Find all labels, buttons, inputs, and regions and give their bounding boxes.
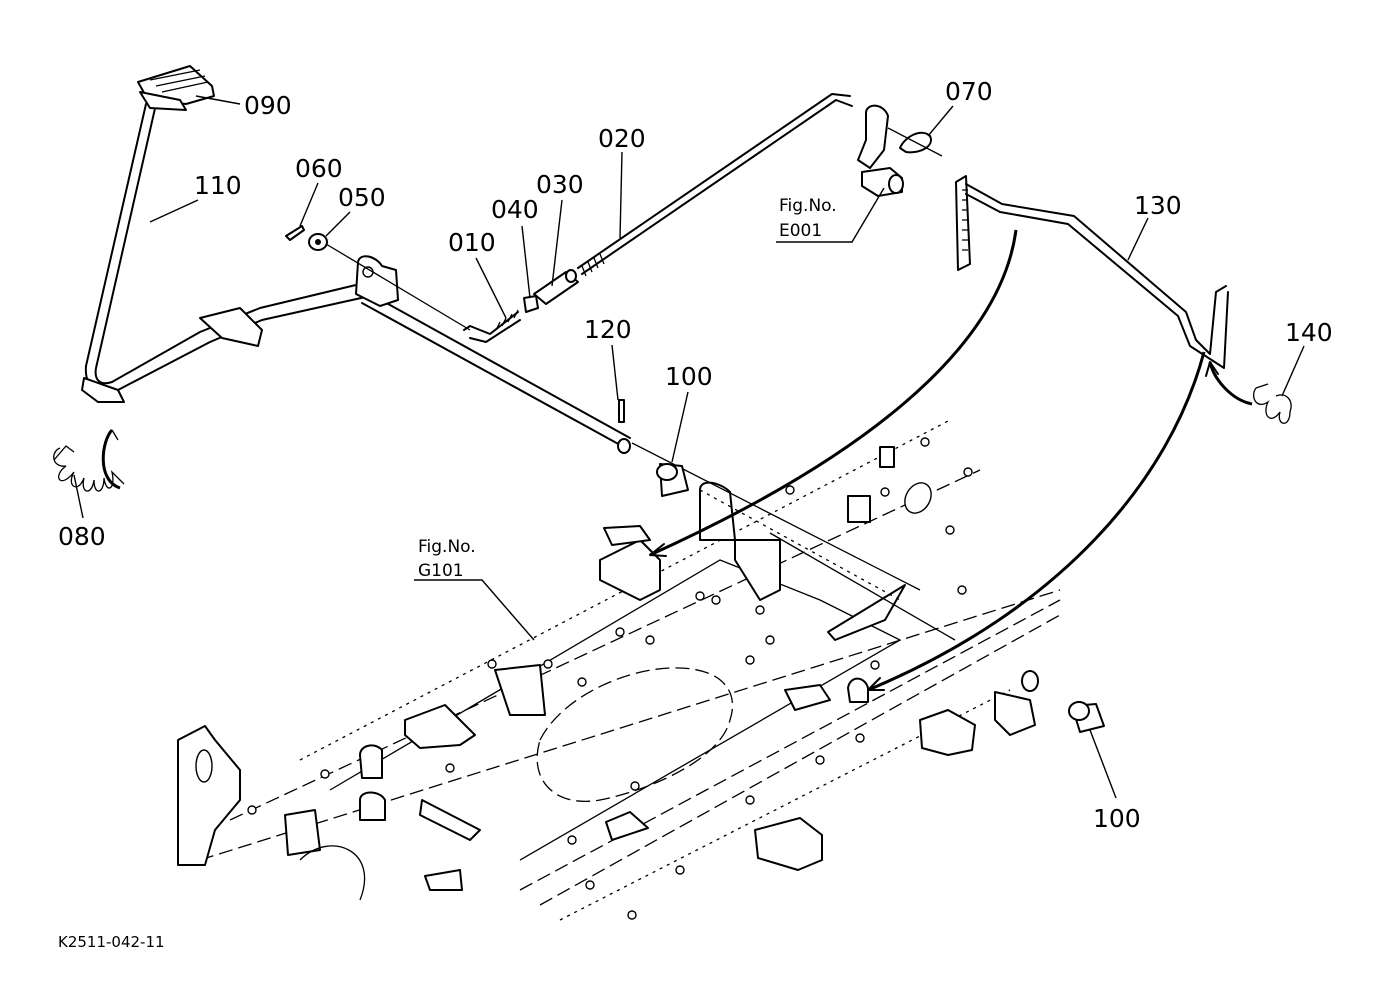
callout-040: 040 [491,195,539,224]
callout-labels: 090 110 060 050 010 040 030 020 070 130 … [58,77,1333,951]
washer-050 [308,233,328,251]
drawing-code: K2511-042-11 [58,933,165,951]
spring-080 [53,428,125,492]
rod-020 [577,93,853,277]
rod-end-010 [463,309,521,343]
turnbuckle-030 [533,269,579,305]
callout-100-upper: 100 [665,362,713,391]
callout-010: 010 [448,228,496,257]
linkage-rod-130 [649,175,1253,692]
cross-shaft [361,294,956,641]
leader-lines [73,95,1305,799]
fig-ref-e001-label: Fig.No. [779,196,837,216]
callout-120: 120 [584,315,632,344]
brake-arm [857,104,904,197]
bushing-100-upper [656,463,689,497]
fig-ref-e001-code: E001 [779,221,822,241]
spring-140 [1253,383,1292,424]
bushing-100-lower [1068,701,1105,733]
fig-ref-g101-label: Fig.No. [418,537,476,557]
callout-110: 110 [194,171,242,200]
clip-070 [887,127,943,157]
callout-090: 090 [244,91,292,120]
callout-060: 060 [295,154,343,183]
callout-140: 140 [1285,318,1333,347]
fig-ref-g101-code: G101 [418,561,464,581]
nut-040 [523,295,539,313]
frame-assembly [177,419,1061,921]
callout-020: 020 [598,124,646,153]
cotter-pin-060 [285,225,305,241]
callout-130: 130 [1134,191,1182,220]
callout-070: 070 [945,77,993,106]
center-line-rod [325,243,471,331]
callout-030: 030 [536,170,584,199]
pedal-pad-090 [137,65,215,111]
callout-080: 080 [58,522,106,551]
pedal-arm-110 [81,103,399,403]
callout-050: 050 [338,183,386,212]
callout-100-lower: 100 [1093,804,1141,833]
pin-120 [618,399,625,423]
frame-holes [247,437,973,920]
